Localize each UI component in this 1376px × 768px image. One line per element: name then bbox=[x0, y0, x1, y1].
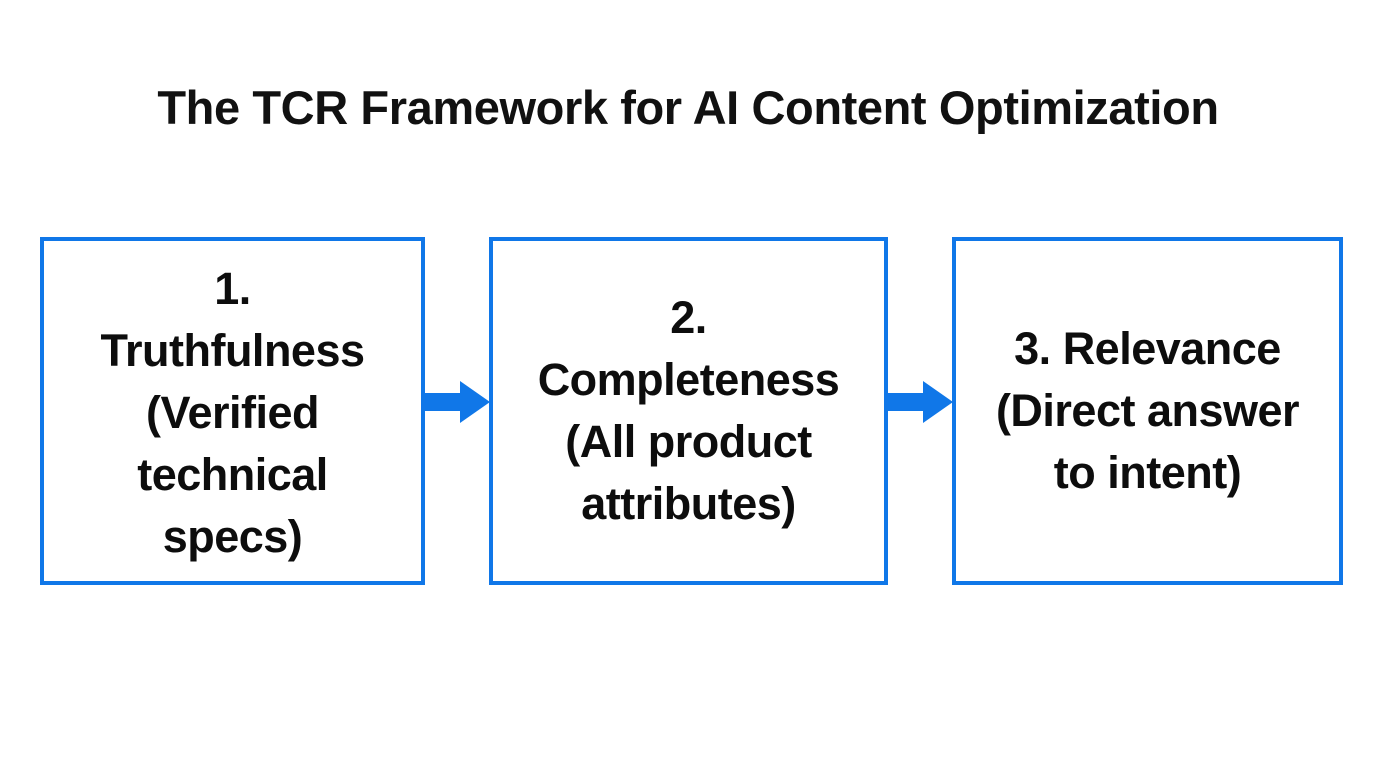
page-title: The TCR Framework for AI Content Optimiz… bbox=[157, 81, 1219, 134]
arrow-right-icon-step1-to-step2 bbox=[424, 381, 490, 423]
process-step-3-label: 3. Relevance (Direct answer to intent) bbox=[995, 323, 1300, 498]
process-step-2-completeness[interactable]: 2. Completeness (All product attributes) bbox=[489, 237, 888, 585]
process-step-1-truthfulness[interactable]: 1. Truthfulness (Verified technical spec… bbox=[40, 237, 425, 585]
process-step-1-label: 1. Truthfulness (Verified technical spec… bbox=[100, 263, 365, 562]
process-step-3-relevance[interactable]: 3. Relevance (Direct answer to intent) bbox=[952, 237, 1343, 585]
arrow-right-icon-step2-to-step3 bbox=[887, 381, 953, 423]
process-step-2-label: 2. Completeness (All product attributes) bbox=[537, 292, 840, 529]
